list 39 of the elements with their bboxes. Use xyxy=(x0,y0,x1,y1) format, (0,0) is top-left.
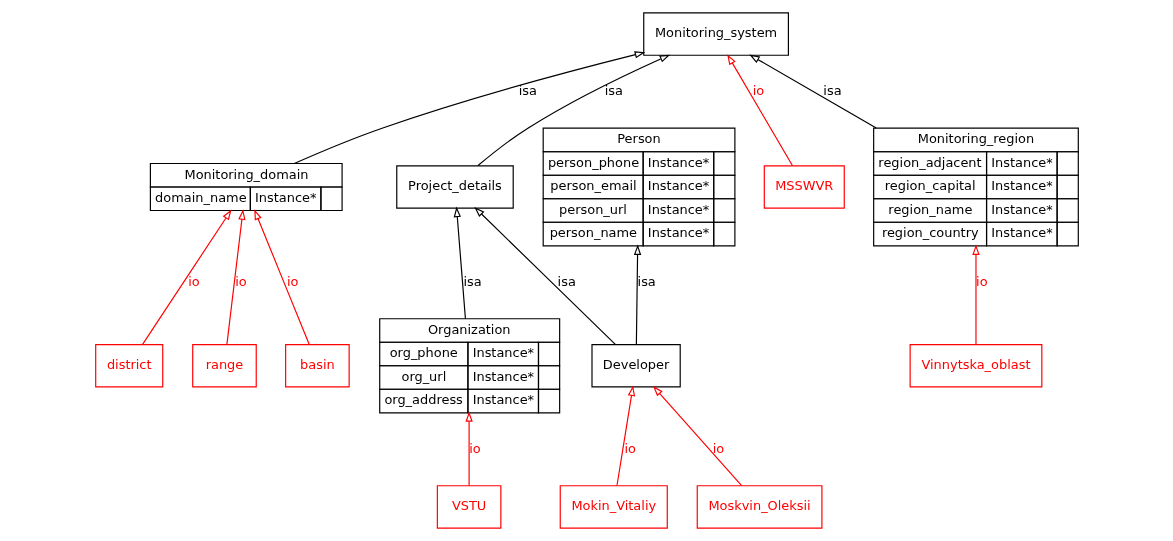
edge-label: io xyxy=(468,440,481,456)
arrow xyxy=(464,411,473,487)
node-box: Monitoring_system xyxy=(642,12,789,56)
arrow xyxy=(141,209,232,345)
edge-label: isa xyxy=(604,83,623,99)
edge-label: io xyxy=(234,273,247,289)
node-box: Moskvin_Oleksii xyxy=(696,485,822,529)
edge-label: io xyxy=(752,83,764,99)
arrow xyxy=(748,54,877,129)
node-box: Mokin_Vitaliy xyxy=(559,485,668,529)
arrow xyxy=(473,206,616,345)
node-box: Vinnytska_oblast xyxy=(909,344,1042,388)
arrow xyxy=(971,244,980,345)
arrow xyxy=(726,54,793,167)
edge-label: isa xyxy=(518,83,537,99)
arrow xyxy=(652,385,742,487)
arrow xyxy=(453,206,466,320)
edge-label: io xyxy=(975,273,988,289)
edge-label: io xyxy=(187,273,200,289)
node-box: VSTU xyxy=(436,485,501,529)
node-box: Developer xyxy=(590,344,681,388)
arrow xyxy=(253,209,310,345)
node-box: MSSWVR xyxy=(763,165,845,209)
node-box: district xyxy=(94,344,163,388)
edge-label: isa xyxy=(463,273,482,289)
edge-label: isa xyxy=(557,273,576,289)
edge-label: io xyxy=(712,440,724,456)
node-box: range xyxy=(191,344,257,388)
arrow xyxy=(633,244,641,345)
edge-label: isa xyxy=(637,273,656,289)
node-box: basin xyxy=(284,344,350,388)
node-box: Project_details xyxy=(395,165,514,209)
arrow xyxy=(615,385,635,487)
edge-label: io xyxy=(623,440,636,456)
edge-label: isa xyxy=(822,83,842,99)
edge-label: io xyxy=(286,273,298,289)
arrow xyxy=(225,209,246,345)
arrow xyxy=(476,54,670,167)
arrow xyxy=(293,51,645,165)
